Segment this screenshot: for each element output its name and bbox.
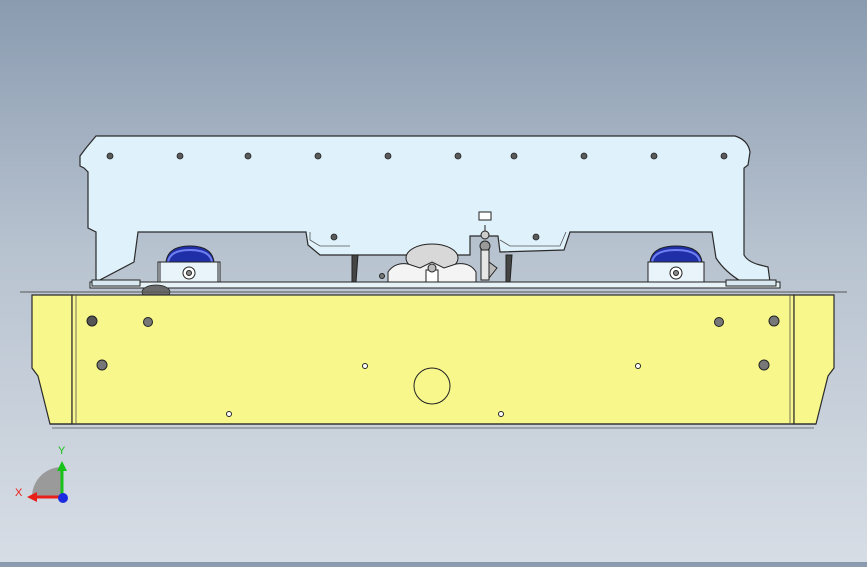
triad-plane-indicator	[32, 467, 62, 497]
housing-hole	[226, 411, 232, 417]
bracket-hole	[454, 152, 462, 160]
bracket-hole	[314, 152, 322, 160]
right-wheel[interactable]	[647, 245, 705, 285]
housing-hole	[758, 359, 770, 371]
housing-hole	[714, 317, 724, 327]
bracket-hole	[532, 233, 540, 241]
mounting-bracket[interactable]	[79, 135, 771, 283]
housing-hole	[498, 411, 504, 417]
housing-hole	[96, 359, 108, 371]
top-rail	[89, 279, 781, 289]
bracket-hole	[106, 152, 114, 160]
center-port	[413, 367, 451, 405]
yellow-housing[interactable]	[20, 291, 847, 429]
hinge-plates	[351, 254, 513, 283]
bracket-hole	[176, 152, 184, 160]
housing-hole	[635, 363, 641, 369]
bracket-hole	[510, 152, 518, 160]
bracket-hole	[330, 233, 338, 241]
bracket-hole	[384, 152, 392, 160]
housing-hole	[768, 315, 780, 327]
bracket-hole	[720, 152, 728, 160]
housing-holes	[86, 315, 780, 417]
housing-hole	[143, 317, 153, 327]
bracket-hole	[244, 152, 252, 160]
triad-z-axis	[58, 493, 68, 503]
left-wheel[interactable]	[157, 245, 221, 289]
bracket-holes	[106, 152, 728, 241]
housing-hole	[86, 315, 98, 327]
bracket-hole	[580, 152, 588, 160]
coordinate-triad[interactable]: X Y	[15, 445, 68, 503]
center-clamp[interactable]	[379, 243, 477, 283]
center-adjuster[interactable]	[478, 211, 498, 281]
triad-x-label: X	[15, 487, 23, 499]
housing-hole	[362, 363, 368, 369]
bracket-hole	[650, 152, 658, 160]
triad-y-label: Y	[58, 445, 66, 457]
